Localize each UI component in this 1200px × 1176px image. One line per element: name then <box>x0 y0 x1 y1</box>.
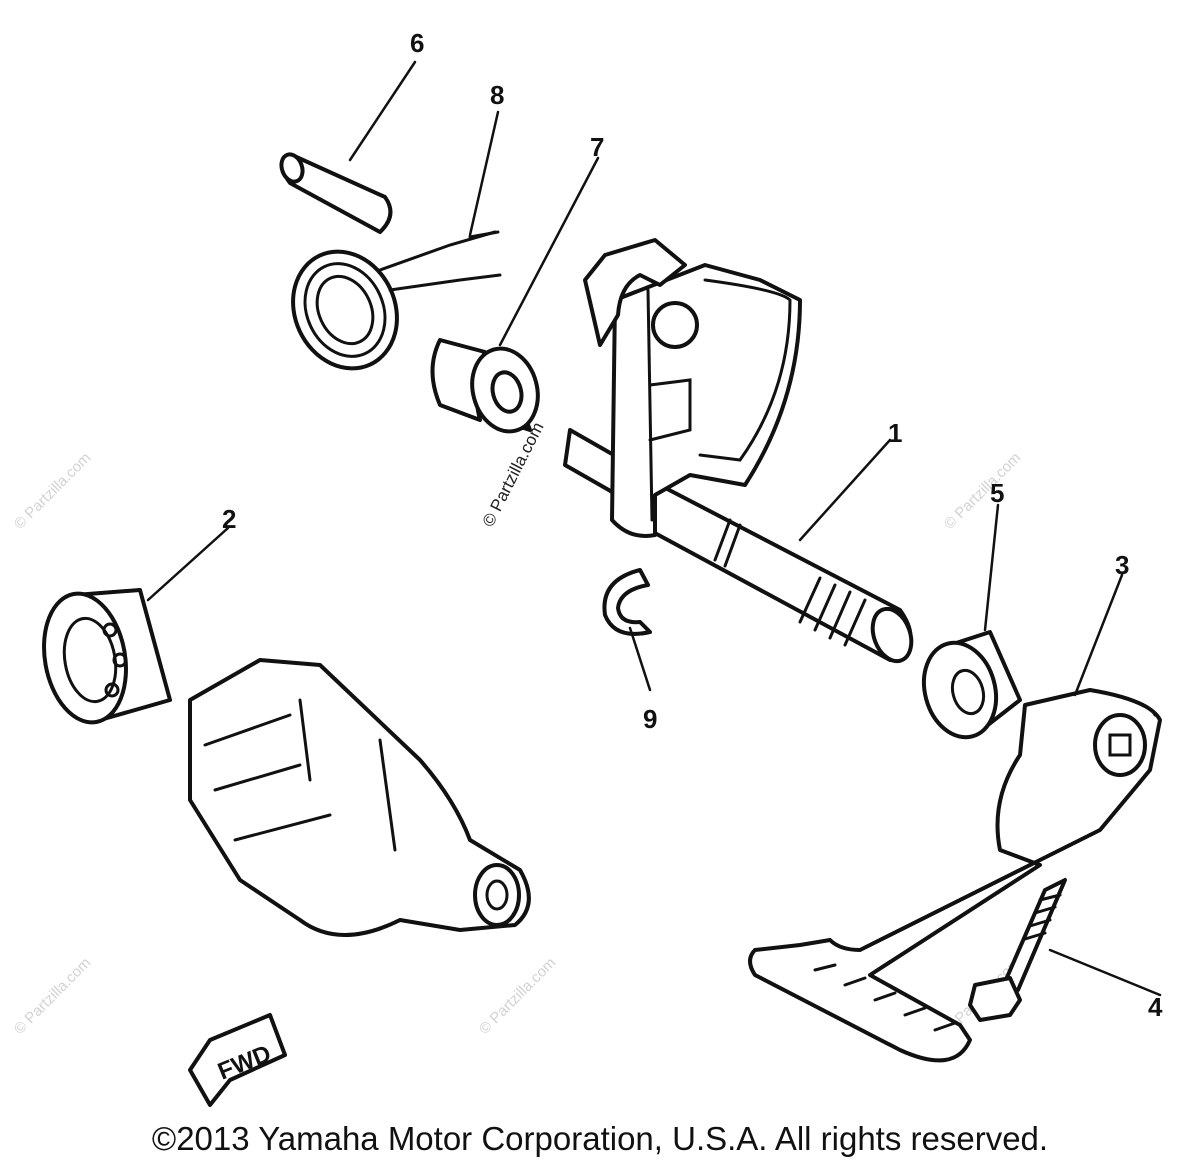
watermark-4: © Partzilla.com <box>476 954 559 1037</box>
callout-9: 9 <box>643 704 657 734</box>
part-5-oil-seal <box>921 630 1022 740</box>
leader-lines <box>146 60 1162 997</box>
part-4-bolt <box>968 878 1067 1022</box>
callout-6: 6 <box>410 28 424 58</box>
callout-3: 3 <box>1115 550 1129 580</box>
part-8-spring <box>291 230 502 371</box>
callout-7: 7 <box>590 132 604 162</box>
part-9-circlip <box>602 568 652 636</box>
part-2-bearing <box>42 588 172 725</box>
fwd-direction-marker: FWD <box>188 1013 287 1107</box>
shift-drum <box>188 658 531 937</box>
callout-4: 4 <box>1148 992 1163 1022</box>
watermark-2: © Partzilla.com <box>941 449 1024 532</box>
arrow-icon <box>188 1013 287 1107</box>
callouts: 6 8 7 1 2 5 3 9 4 <box>222 28 1163 1022</box>
copyright-notice: ©2013 Yamaha Motor Corporation, U.S.A. A… <box>151 1120 1049 1157</box>
part-3-shift-pedal <box>748 688 1162 1063</box>
part-7-collar <box>430 338 540 434</box>
part-6-pin <box>279 152 393 234</box>
watermark-1: © Partzilla.com <box>11 449 94 532</box>
callout-8: 8 <box>490 80 504 110</box>
watermark-center: © Partzilla.com <box>479 419 548 530</box>
callout-5: 5 <box>990 478 1004 508</box>
callout-2: 2 <box>222 504 236 534</box>
callout-1: 1 <box>888 418 902 448</box>
watermark-3: © Partzilla.com <box>11 954 94 1037</box>
part-1-shift-shaft <box>563 238 914 664</box>
